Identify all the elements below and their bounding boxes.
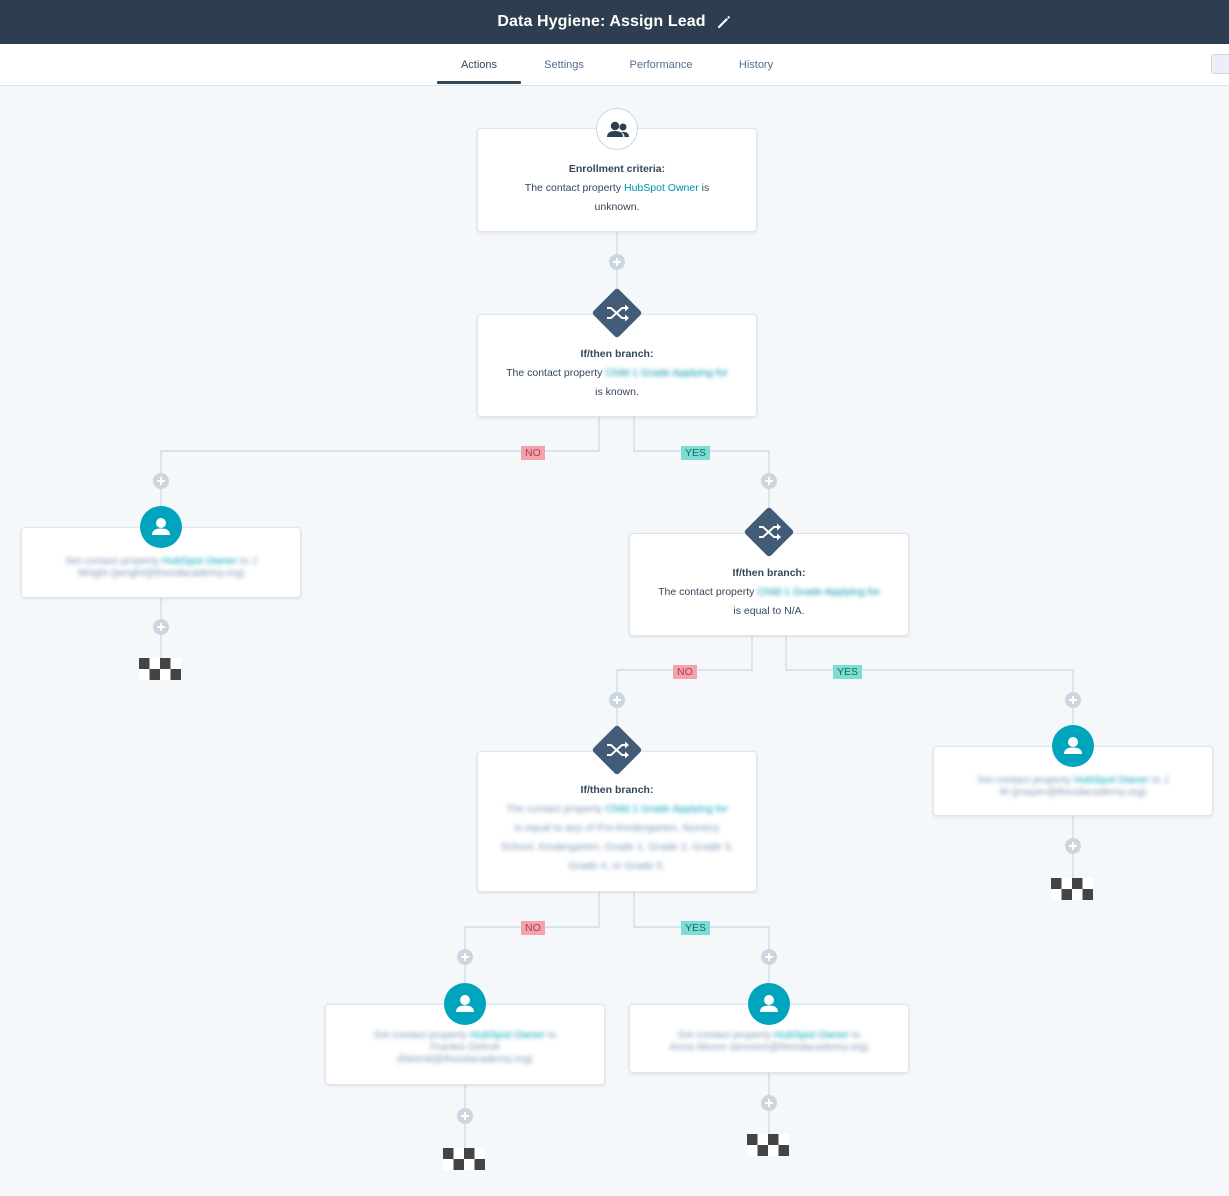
- action-text-after: to: [848, 1029, 861, 1041]
- action-line1: Set contact property HubSpot Owner to: [630, 1029, 908, 1041]
- add-action-button[interactable]: [761, 473, 777, 489]
- branch-text: The contact property: [506, 367, 606, 379]
- workflow-title[interactable]: Data Hygiene: Assign Lead: [497, 13, 706, 30]
- yes-branch-label: YES: [681, 921, 711, 935]
- action-text-after: to: [544, 1029, 557, 1041]
- action-line1: Set contact property HubSpot Owner to J: [22, 552, 300, 571]
- add-action-button[interactable]: [1065, 692, 1081, 708]
- action-text-after: to J: [236, 555, 257, 567]
- branch-text: The contact property: [506, 803, 606, 815]
- add-action-button[interactable]: [457, 949, 473, 965]
- add-action-button[interactable]: [153, 619, 169, 635]
- add-action-button[interactable]: [1065, 838, 1081, 854]
- yes-branch-label: YES: [681, 446, 711, 460]
- action-text: Set contact property: [65, 555, 163, 567]
- end-flag-icon: [1051, 878, 1093, 900]
- action-text: Set contact property: [977, 774, 1075, 786]
- enrollment-title: Enrollment criteria:: [568, 163, 666, 175]
- workflow-canvas: Enrollment criteria: The contact propert…: [0, 86, 1229, 1196]
- tab-history[interactable]: History: [724, 44, 788, 86]
- branch-property-link[interactable]: Child 1 Grade Applying for: [605, 367, 728, 379]
- branch-line1: The contact property Child 1 Grade Apply…: [478, 364, 756, 383]
- action-property: HubSpot Owner: [162, 555, 237, 567]
- no-branch-label: NO: [521, 921, 545, 935]
- action-line1: Set contact property HubSpot Owner to J: [934, 771, 1212, 790]
- action-property: HubSpot Owner: [470, 1029, 545, 1041]
- branch-property-link[interactable]: Child 1 Grade Applying for: [605, 803, 728, 815]
- branch-title: If/then branch:: [580, 784, 654, 796]
- add-action-button[interactable]: [609, 254, 625, 270]
- branch-icon: [607, 304, 629, 322]
- no-branch-label: NO: [673, 665, 697, 679]
- action-line2: Frankie Detroit: [430, 1041, 500, 1053]
- branch-line4: Grade 4, or Grade 5.: [568, 860, 666, 872]
- connector-lines: [160, 232, 1074, 1148]
- action-line2: Anna Moore (amoore@thesdacademy.org): [669, 1041, 869, 1053]
- action-line2: M (jmayer@thesdacademy.org): [999, 786, 1147, 798]
- yes-branch-label: YES: [833, 665, 863, 679]
- enrollment-text: The contact property: [524, 182, 624, 194]
- branch-line3: School, Kindergarten, Grade 1, Grade 2, …: [500, 841, 734, 853]
- add-action-button[interactable]: [761, 949, 777, 965]
- action-line3: (fdetroit@thesdacademy.org): [397, 1053, 533, 1065]
- tab-label: History: [738, 59, 774, 71]
- tab-bar: Actions Settings Performance History: [0, 44, 1229, 86]
- branch-line1: The contact property Child 1 Grade Apply…: [630, 583, 908, 602]
- branch-title: If/then branch:: [732, 567, 806, 579]
- pencil-icon[interactable]: [716, 14, 732, 30]
- workflow-header: Data Hygiene: Assign Lead: [0, 0, 1229, 44]
- action-text: Set contact property: [373, 1029, 471, 1041]
- action-line1: Set contact property HubSpot Owner to: [326, 1029, 604, 1041]
- branch-line1: The contact property Child 1 Grade Apply…: [478, 800, 756, 819]
- action-property: HubSpot Owner: [774, 1029, 849, 1041]
- branch-icon: [759, 523, 781, 541]
- contacts-icon: [596, 108, 638, 150]
- branch-icon: [607, 741, 629, 759]
- tab-actions[interactable]: Actions: [437, 44, 521, 86]
- enrollment-line1: The contact property HubSpot Owner is: [478, 179, 756, 198]
- branch-line2: is equal to N/A.: [733, 605, 805, 617]
- tab-label: Performance: [629, 59, 693, 71]
- add-action-button[interactable]: [457, 1108, 473, 1124]
- enrollment-property-link[interactable]: HubSpot Owner: [624, 182, 699, 194]
- end-flag-icon: [443, 1148, 485, 1170]
- action-line2: Wright (jwright@thesdacademy.org): [77, 567, 245, 579]
- end-flag-icon: [139, 658, 181, 680]
- branch-line2: is known.: [595, 386, 639, 398]
- add-action-button[interactable]: [761, 1095, 777, 1111]
- person-icon: [1052, 725, 1094, 767]
- action-text: Set contact property: [677, 1029, 775, 1041]
- person-icon: [140, 506, 182, 548]
- tab-label: Settings: [544, 59, 584, 71]
- action-text-after: to J: [1148, 774, 1169, 786]
- add-action-button[interactable]: [609, 692, 625, 708]
- person-icon: [444, 983, 486, 1025]
- no-branch-label: NO: [521, 446, 545, 460]
- tab-label: Actions: [460, 59, 498, 71]
- action-property: HubSpot Owner: [1074, 774, 1149, 786]
- person-icon: [748, 983, 790, 1025]
- enrollment-line2: unknown.: [594, 201, 640, 213]
- tab-settings[interactable]: Settings: [530, 44, 598, 86]
- branch-text: The contact property: [658, 586, 758, 598]
- tab-performance[interactable]: Performance: [615, 44, 707, 86]
- side-panel-toggle-button[interactable]: [1211, 54, 1229, 74]
- branch-property-link[interactable]: Child 1 Grade Applying for: [757, 586, 880, 598]
- add-action-button[interactable]: [153, 473, 169, 489]
- branch-title: If/then branch:: [580, 348, 654, 360]
- branch-line2: is equal to any of Pre-Kindergarten, Nur…: [514, 822, 720, 834]
- end-flag-icon: [747, 1134, 789, 1156]
- enrollment-text-after: is: [698, 182, 710, 194]
